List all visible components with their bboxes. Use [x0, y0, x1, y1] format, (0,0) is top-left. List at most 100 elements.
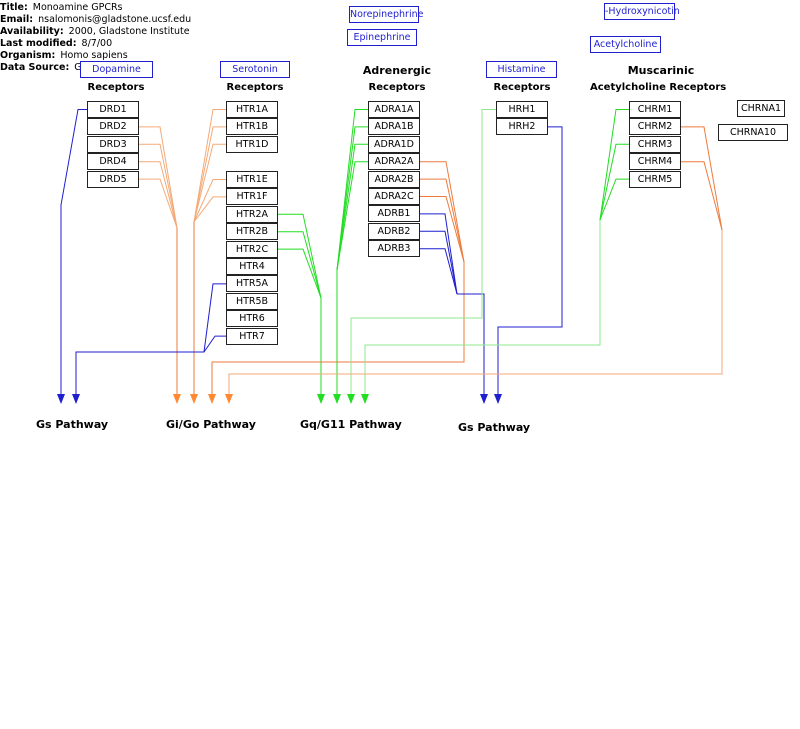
htr7-to-gs-line [75, 335, 226, 395]
htr2-to-gq-line [278, 231, 322, 299]
drd-to-gi-line [139, 161, 178, 229]
gene-chrna1[interactable]: CHRNA1 [737, 100, 785, 117]
chrm-to-gi-line [681, 126, 723, 231]
adrb-to-gs-line [420, 213, 458, 295]
gene-chrna10[interactable]: CHRNA10 [718, 124, 788, 141]
adra2-to-gi-line [420, 196, 465, 263]
htr1-to-gi-line [193, 109, 226, 223]
info-title: Title:Monoamine GPCRs [0, 2, 123, 13]
gene-adra1d[interactable]: ADRA1D [368, 135, 420, 153]
gs-arrow-1 [57, 394, 65, 404]
gene-htr5a[interactable]: HTR5A [226, 275, 278, 293]
ligand-norepinephrine[interactable]: Norepinephrine [349, 6, 423, 23]
ligand-dopamine[interactable]: Dopamine [80, 61, 153, 78]
adra2-to-gi-line [420, 178, 465, 263]
htr5a-to-gs-line [203, 283, 226, 353]
gene-adra1b[interactable]: ADRA1B [368, 118, 420, 136]
gene-adrb2[interactable]: ADRB2 [368, 222, 420, 240]
muscarinic-gi-trunk [228, 230, 723, 395]
chrm-to-gq-line [599, 143, 629, 221]
chrm-to-gq-line [599, 178, 629, 221]
gene-chrm5[interactable]: CHRM5 [629, 170, 681, 188]
info-modified: Last modified:8/7/00 [0, 38, 113, 49]
gi-arrow-1 [173, 394, 181, 404]
ligand-serotonin[interactable]: Serotonin [220, 61, 290, 78]
info-email: Email:nsalomonis@gladstone.ucsf.edu [0, 14, 192, 25]
ligand-hydroxynicotin[interactable]: -Hydroxynicotin [604, 3, 680, 20]
gq-arrow-4 [361, 394, 369, 404]
drd-to-gi-line [139, 126, 178, 229]
header-adrenergic-receptors: Receptors [368, 82, 426, 93]
gq-arrow-2 [333, 394, 341, 404]
gene-htr2c[interactable]: HTR2C [226, 240, 278, 258]
hrh2-to-gs-line [497, 126, 563, 395]
htr1-to-gi-line [193, 126, 226, 223]
pathway-info: Title:Monoamine GPCRs Email:nsalomonis@g… [0, 2, 191, 74]
gene-drd2[interactable]: DRD2 [87, 118, 139, 136]
gene-htr1d[interactable]: HTR1D [226, 135, 278, 153]
gene-htr1e[interactable]: HTR1E [226, 171, 278, 188]
gene-htr7[interactable]: HTR7 [226, 327, 278, 345]
header-muscarinic: Muscarinic [627, 64, 695, 77]
ligand-acetylcholine[interactable]: Acetylcholine [590, 36, 661, 53]
hrh1-to-gq-line [350, 109, 496, 395]
gene-htr1f[interactable]: HTR1F [226, 188, 278, 206]
gene-hrh1[interactable]: HRH1 [496, 101, 548, 118]
gq-arrow-1 [317, 394, 325, 404]
gene-htr6[interactable]: HTR6 [226, 310, 278, 328]
gene-htr1b[interactable]: HTR1B [226, 118, 278, 136]
pathway-gq-g11[interactable]: Gq/G11 Pathway [300, 418, 402, 431]
gene-chrm2[interactable]: CHRM2 [629, 118, 681, 136]
gene-adrb1[interactable]: ADRB1 [368, 205, 420, 223]
gene-hrh2[interactable]: HRH2 [496, 118, 548, 136]
gene-drd5[interactable]: DRD5 [87, 170, 139, 188]
pathway-gi-go[interactable]: Gi/Go Pathway [166, 418, 256, 431]
gene-adrb3[interactable]: ADRB3 [368, 240, 420, 258]
gene-drd1[interactable]: DRD1 [87, 101, 139, 118]
gene-adra2a[interactable]: ADRA2A [368, 153, 420, 171]
gs-arrow-3 [480, 394, 488, 404]
gs-arrow-4 [494, 394, 502, 404]
gi-arrow-2 [190, 394, 198, 404]
header-histamine-receptors: Receptors [493, 82, 551, 93]
info-organism: Organism:Homo sapiens [0, 50, 128, 61]
gene-htr2b[interactable]: HTR2B [226, 223, 278, 241]
drd-to-gi-line [139, 143, 178, 229]
gene-htr5b[interactable]: HTR5B [226, 292, 278, 310]
header-dopamine-receptors: Receptors [87, 82, 145, 93]
pathway-gs-left[interactable]: Gs Pathway [36, 418, 109, 431]
gene-drd3[interactable]: DRD3 [87, 135, 139, 153]
adra1-to-gq-line [336, 109, 368, 271]
gene-chrm1[interactable]: CHRM1 [629, 101, 681, 118]
gene-drd4[interactable]: DRD4 [87, 153, 139, 171]
drd1-to-gs-line [60, 109, 87, 395]
muscarinic-gq-trunk [364, 220, 601, 395]
gene-adra2b[interactable]: ADRA2B [368, 170, 420, 188]
gene-htr4[interactable]: HTR4 [226, 258, 278, 275]
ligand-epinephrine[interactable]: Epinephrine [347, 29, 417, 46]
chrm-to-gi-line [681, 161, 723, 231]
ligand-histamine[interactable]: Histamine [486, 61, 557, 78]
gene-htr2a[interactable]: HTR2A [226, 205, 278, 223]
header-acetylcholine-receptors: Acetylcholine Receptors [590, 82, 727, 93]
gene-chrm3[interactable]: CHRM3 [629, 135, 681, 153]
gi-arrow-4 [225, 394, 233, 404]
gene-chrm4[interactable]: CHRM4 [629, 153, 681, 171]
pathway-gs-right[interactable]: Gs Pathway [458, 421, 531, 434]
gi-arrow-3 [208, 394, 216, 404]
adrb-to-gs-line [420, 248, 458, 295]
adra1-to-gq-line [336, 126, 368, 271]
gs-arrow-2 [72, 394, 80, 404]
info-availability: Availability:2000, Gladstone Institute [0, 26, 190, 37]
adrenergic-gi-trunk [211, 262, 465, 395]
drd-to-gi-line [139, 178, 178, 229]
gene-adra1a[interactable]: ADRA1A [368, 101, 420, 118]
adra1-to-gq-line [336, 143, 368, 271]
htr1ef-to-gi-line [193, 179, 226, 223]
header-serotonin-receptors: Receptors [226, 82, 284, 93]
gene-adra2c[interactable]: ADRA2C [368, 188, 420, 205]
chrm-to-gq-line [599, 109, 629, 221]
htr2-to-gq-line [278, 213, 322, 299]
gene-htr1a[interactable]: HTR1A [226, 101, 278, 118]
